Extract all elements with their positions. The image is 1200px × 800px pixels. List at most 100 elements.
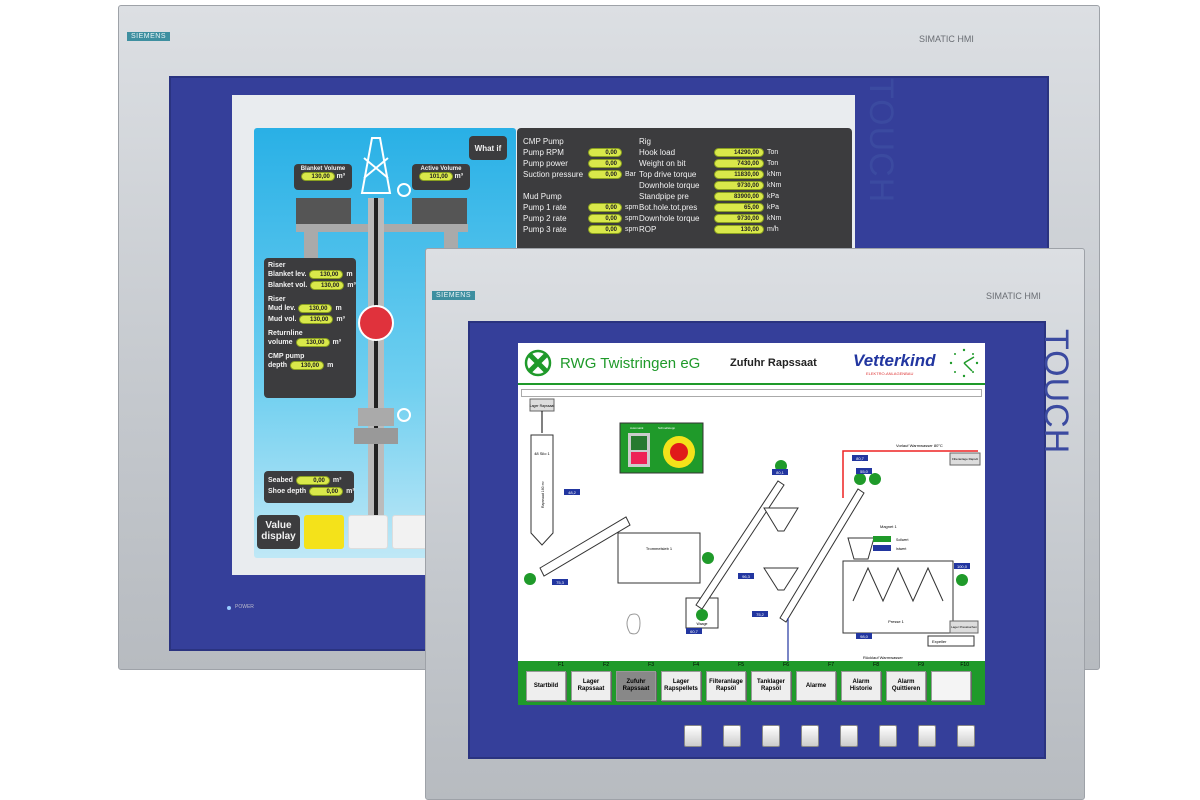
svg-text:75,3: 75,3 (556, 580, 565, 585)
function-key-button[interactable]: Alarme (796, 671, 836, 701)
stop-hand-icon (358, 305, 394, 341)
softkey[interactable] (348, 515, 388, 549)
value: 130,00 (310, 281, 345, 290)
value: 0,00 (588, 203, 622, 212)
value: 130,00 (298, 304, 333, 313)
svg-text:Trommelsieb 1: Trommelsieb 1 (646, 546, 673, 551)
function-key-button[interactable]: Alarm Historie (841, 671, 881, 701)
label: Bot.hole.tot.pres (639, 203, 698, 212)
hardware-key[interactable] (918, 725, 936, 747)
function-key-button[interactable]: Filteranlage Rapsöl (706, 671, 746, 701)
label: Pump 1 rate (523, 203, 567, 212)
hardware-key[interactable] (957, 725, 975, 747)
value: 0,00 (588, 214, 622, 223)
label: Pump RPM (523, 148, 564, 157)
function-key-button[interactable]: Lager Rapssaat (571, 671, 611, 701)
value: 0,00 (588, 148, 622, 157)
riser-title: Riser (268, 296, 286, 303)
rwg-logo-icon (524, 349, 552, 377)
label: depth (268, 362, 288, 369)
value: 130,00 (300, 172, 335, 181)
hardware-key[interactable] (762, 725, 780, 747)
label: Returnline (268, 330, 303, 337)
softkey-yellow[interactable] (304, 515, 344, 549)
label: Shoe depth (268, 488, 307, 495)
function-key-button[interactable]: Alarm Quittieren (886, 671, 926, 701)
motor-icons (524, 460, 968, 621)
hardware-key[interactable] (879, 725, 897, 747)
label: volume (268, 339, 293, 346)
svg-text:75,2: 75,2 (756, 612, 765, 617)
function-key-button[interactable] (931, 671, 971, 701)
unit: m³ (332, 339, 342, 346)
svg-text:Lager Rapssaat: Lager Rapssaat (530, 404, 555, 408)
label: Mud vol. (268, 316, 297, 323)
filteranlage-button[interactable]: Filteranlage Rapsöl (949, 452, 981, 466)
lager-presskuchen-button[interactable]: Lager Presskuchen (949, 620, 979, 634)
unit: kNm (767, 182, 782, 189)
label: Pump power (523, 159, 568, 168)
label: Seabed (268, 477, 293, 484)
model-label: SIMATIC HMI (919, 34, 974, 44)
value: 83900,00 (714, 192, 764, 201)
value: 0,00 (309, 487, 344, 496)
label: Pump 3 rate (523, 225, 567, 234)
value: 14290,00 (714, 148, 764, 157)
svg-text:Schnellstopp: Schnellstopp (658, 426, 676, 430)
readout-value: 80,1 (772, 469, 788, 475)
touch-label: TOUCH (862, 78, 900, 204)
svg-text:Filteranlage Rapsöl: Filteranlage Rapsöl (952, 457, 978, 461)
function-key-button[interactable]: Tanklager Rapsöl (751, 671, 791, 701)
label: Top drive torque (639, 170, 697, 179)
front-screen: RWG Twistringen eG Zufuhr Rapssaat Vette… (518, 343, 985, 705)
hardware-key[interactable] (723, 725, 741, 747)
svg-text:Lager Presskuchen: Lager Presskuchen (951, 625, 977, 629)
fkey-number: F5 (738, 662, 744, 668)
function-key-button[interactable]: Lager Rapspellets (661, 671, 701, 701)
expeller-box[interactable]: Expeller (927, 635, 975, 647)
value: 130,00 (295, 338, 330, 347)
emergency-stop-button[interactable] (670, 443, 688, 461)
value-display-button[interactable]: Value display (257, 515, 300, 549)
label: Downhole torque (639, 214, 700, 223)
unit: m³ (347, 282, 356, 289)
svg-text:100,0: 100,0 (957, 564, 968, 569)
unit: spm (625, 215, 639, 222)
cmp-pump-title: CMP Pump (523, 137, 564, 146)
svg-text:96,3: 96,3 (742, 574, 751, 579)
value: 130,00 (299, 315, 334, 324)
unit: kPa (767, 204, 780, 211)
readout-value: 55,0 (856, 468, 872, 474)
fkey-number: F2 (603, 662, 609, 668)
function-key-button[interactable]: Startbild (526, 671, 566, 701)
svg-text:Rücklauf Warmwasser: Rücklauf Warmwasser (863, 655, 904, 660)
rig-drawing (296, 137, 468, 528)
hardware-key[interactable] (840, 725, 858, 747)
what-if-button[interactable]: What if (469, 136, 507, 160)
value: 9730,00 (714, 214, 764, 223)
hardware-key[interactable] (801, 725, 819, 747)
unit: kNm (767, 215, 782, 222)
lager-rapssaat-button[interactable]: Lager Rapssaat (529, 398, 555, 412)
vetterkind-logo: Vetterkind (853, 351, 936, 370)
function-key-button[interactable]: Zufuhr Rapssaat (616, 671, 656, 701)
svg-text:Magnet 1: Magnet 1 (880, 524, 897, 529)
value: 130,00 (290, 361, 325, 370)
label: Downhole torque (639, 181, 700, 190)
power-led (227, 606, 231, 610)
value: 0,00 (588, 225, 622, 234)
unit: m/h (767, 226, 779, 233)
value: 130,00 (714, 225, 764, 234)
hardware-key[interactable] (684, 725, 702, 747)
siemens-logo: SIEMENS (127, 32, 171, 41)
readout-value: 60,7 (686, 628, 702, 634)
svg-text:80,1: 80,1 (776, 470, 785, 475)
unit: Bar (625, 171, 636, 178)
unit: m (346, 271, 353, 278)
readout-value: 100,0 (954, 563, 970, 569)
